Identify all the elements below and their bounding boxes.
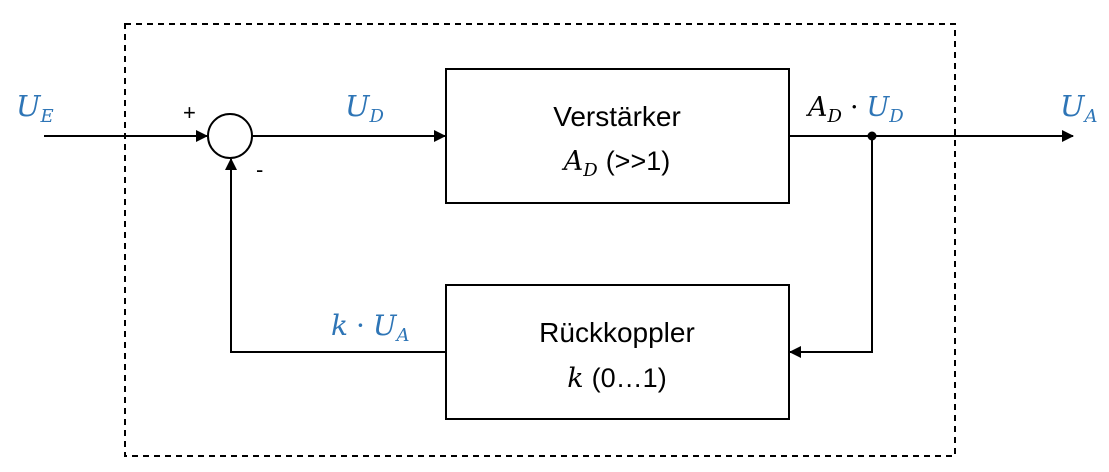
difference-signal-label: UD bbox=[345, 89, 384, 127]
plus-sign: + bbox=[183, 100, 196, 125]
minus-sign: - bbox=[256, 157, 263, 182]
amplifier-block bbox=[445, 68, 790, 204]
output-signal-label: UA bbox=[1060, 89, 1097, 127]
feedback-return-line bbox=[789, 136, 873, 358]
feedback-line bbox=[225, 158, 446, 353]
amplifier-title: Verstärker bbox=[553, 101, 681, 132]
feedback-block bbox=[445, 284, 790, 420]
system-boundary bbox=[124, 23, 956, 457]
feedback-gain: k(0…1) bbox=[567, 363, 666, 394]
amplifier-output-label: AD·UD bbox=[805, 92, 904, 127]
summing-junction bbox=[207, 113, 253, 159]
feedback-signal-label: k·UA bbox=[331, 309, 409, 346]
amplifier-gain: AD(>>1) bbox=[561, 146, 670, 181]
input-signal-label: UE bbox=[16, 89, 54, 127]
feedback-title: Rückkoppler bbox=[539, 317, 695, 348]
